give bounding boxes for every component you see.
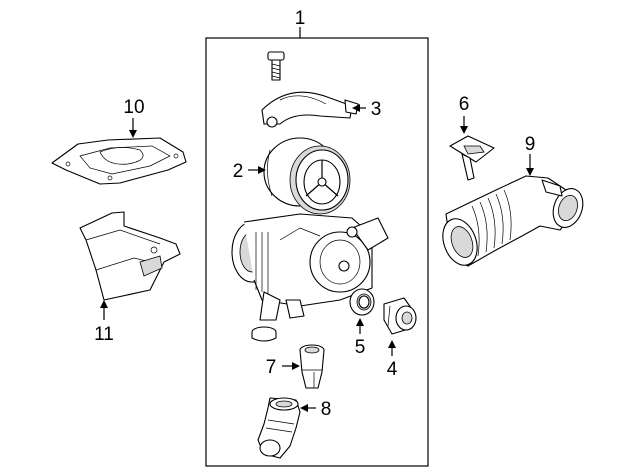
bolt: [267, 51, 285, 81]
callout-8: 8: [321, 399, 332, 420]
callout-7: 7: [266, 357, 277, 378]
callout-10: 10: [123, 97, 144, 118]
callout-1: 1: [295, 8, 306, 29]
callout-11: 11: [94, 324, 114, 345]
assembly-frame: [205, 37, 429, 467]
bracket-plate-10: [51, 137, 187, 185]
callout-2: 2: [233, 161, 244, 182]
clamp-cover-3: [261, 91, 359, 128]
callout-3: 3: [371, 99, 382, 120]
outlet-tube-8: [257, 397, 301, 459]
callout-5: 5: [355, 337, 366, 358]
grommet-5: [349, 288, 375, 316]
air-cleaner-housing-1: [231, 213, 389, 321]
filter-element-2: [263, 137, 351, 215]
clip-6: [449, 135, 495, 181]
support-bracket-11: [79, 211, 181, 301]
small-ring: [251, 326, 277, 342]
callout-6: 6: [459, 94, 470, 115]
callout-4: 4: [387, 359, 398, 380]
intake-hose-9: [442, 175, 584, 267]
insulator-4: [383, 297, 417, 335]
drain-valve-7: [299, 344, 325, 389]
callout-9: 9: [525, 134, 536, 155]
